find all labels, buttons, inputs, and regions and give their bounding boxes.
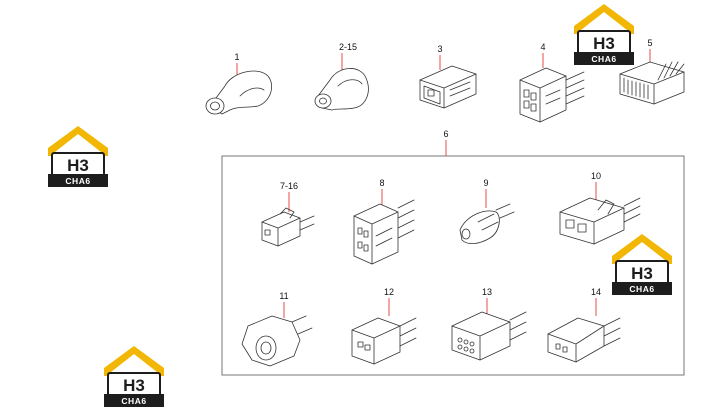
part-13-connector: 13 [451, 287, 527, 361]
watermark-logo-right-mid: H3 CHA6 [611, 233, 673, 296]
callout-12: 12 [384, 287, 394, 297]
part-2-15-cap: 2-15 [314, 42, 369, 111]
part-10-connector: 10 [559, 171, 641, 245]
group-6-frame [221, 155, 685, 376]
watermark-logo-left: H3 CHA6 [47, 125, 109, 188]
group-6-callout: 6 [443, 129, 449, 156]
callout-7-16: 7-16 [280, 181, 298, 191]
part-7-16-connector: 7-16 [261, 181, 315, 247]
part-11-connector: 11 [241, 291, 313, 367]
part-14-connector: 14 [547, 287, 621, 363]
watermark-logo-bottom-left: H3 CHA6 [103, 345, 165, 408]
logo-mark-2: H3 [67, 156, 89, 175]
callout-8: 8 [379, 178, 384, 188]
callout-14: 14 [591, 287, 601, 297]
callout-11: 11 [279, 291, 288, 301]
logo-caption-3: CHA6 [629, 284, 654, 294]
logo-caption-1: CHA6 [591, 54, 616, 64]
callout-9: 9 [483, 178, 488, 188]
logo-mark-1: H3 [593, 34, 615, 53]
logo-mark-3: H3 [631, 264, 653, 283]
callout-5: 5 [647, 38, 652, 48]
part-8-connector: 8 [353, 178, 415, 265]
watermark-logo-top-right: H3 CHA6 [573, 3, 635, 66]
callout-3: 3 [437, 44, 442, 54]
part-4-connector: 4 [519, 42, 585, 123]
callout-2-15: 2-15 [339, 42, 357, 52]
part-9-connector: 9 [459, 178, 515, 244]
callout-1: 1 [234, 52, 239, 62]
callout-10: 10 [591, 171, 601, 181]
part-12-connector: 12 [351, 287, 417, 365]
part-5-connector: 5 [619, 38, 685, 105]
logo-mark-4: H3 [123, 376, 145, 395]
logo-caption-4: CHA6 [121, 396, 146, 406]
callout-6: 6 [443, 129, 448, 139]
part-3-connector: 3 [419, 44, 477, 109]
callout-4: 4 [540, 42, 545, 52]
part-1-boot: 1 [205, 52, 272, 115]
logo-caption-2: CHA6 [65, 176, 90, 186]
callout-13: 13 [482, 287, 492, 297]
